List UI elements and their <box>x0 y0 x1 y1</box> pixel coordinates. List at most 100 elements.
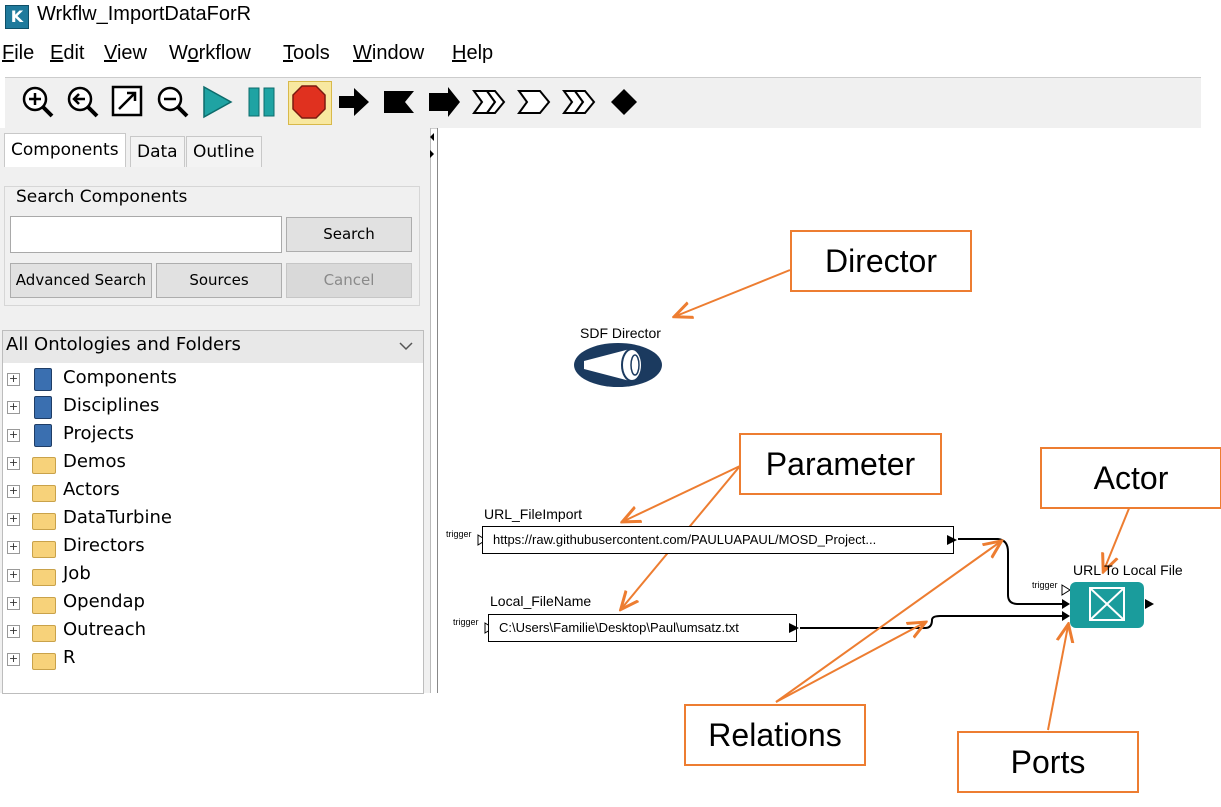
flag-icon[interactable] <box>381 83 417 121</box>
arrow-right-icon[interactable] <box>336 83 372 121</box>
expand-icon[interactable]: + <box>7 624 20 638</box>
search-components-group <box>4 186 420 306</box>
expand-icon[interactable]: + <box>7 456 20 470</box>
expand-icon[interactable]: + <box>7 372 20 386</box>
tree-item-label: R <box>63 647 76 668</box>
folder-icon <box>32 457 56 474</box>
expand-icon[interactable]: + <box>7 568 20 582</box>
arrow-right-solid-icon[interactable] <box>426 83 462 121</box>
folder-icon <box>32 541 56 558</box>
expand-icon[interactable]: + <box>7 652 20 666</box>
menu-window[interactable]: Window <box>353 42 425 64</box>
app-icon: K <box>5 5 29 29</box>
menu-tools[interactable]: Tools <box>283 42 330 64</box>
url-to-local-file-actor[interactable] <box>1060 580 1156 630</box>
tree-item-projects[interactable]: + Projects <box>3 421 403 449</box>
folder-icon <box>32 597 56 614</box>
folder-icon <box>32 485 56 502</box>
cancel-button[interactable]: Cancel <box>286 263 412 298</box>
folder-icon <box>32 569 56 586</box>
title-bar: K Wrkflw_ImportDataForR <box>0 0 1221 36</box>
tree-item-actors[interactable]: + Actors <box>3 477 403 505</box>
search-input[interactable] <box>10 216 282 253</box>
tree-item-label: Demos <box>63 451 126 472</box>
callout-parameter: Parameter <box>739 433 942 495</box>
expand-icon[interactable]: + <box>7 540 20 554</box>
sources-button[interactable]: Sources <box>156 263 282 298</box>
flag-outline-icon[interactable] <box>516 83 552 121</box>
zoom-in-icon[interactable] <box>19 83 55 121</box>
param-url-fileimport-value[interactable]: https://raw.githubusercontent.com/PAULUA… <box>482 526 954 554</box>
double-arrow-outline-2-icon[interactable] <box>561 83 597 121</box>
sdf-director-icon[interactable] <box>572 341 664 389</box>
tree-item-label: Directors <box>63 535 145 556</box>
toolbar <box>5 77 1201 129</box>
tab-components[interactable]: Components <box>4 133 126 167</box>
diamond-icon[interactable] <box>606 83 642 121</box>
stop-icon[interactable] <box>291 83 327 121</box>
menu-help[interactable]: Help <box>452 42 494 64</box>
tree-item-label: DataTurbine <box>63 507 172 528</box>
book-icon <box>34 368 52 391</box>
ontology-tree: + Components + Disciplines + Projects + … <box>2 363 424 694</box>
callout-ports: Ports <box>957 731 1139 793</box>
book-icon <box>34 396 52 419</box>
run-icon[interactable] <box>199 83 235 121</box>
menu-workflow[interactable]: Workflow <box>169 42 251 64</box>
param-local-filename-value[interactable]: C:\Users\Familie\Desktop\Paul\umsatz.txt <box>488 614 797 642</box>
advanced-search-button[interactable]: Advanced Search <box>10 263 152 298</box>
menu-view[interactable]: View <box>104 42 147 64</box>
tab-outline[interactable]: Outline <box>186 136 262 167</box>
search-components-legend: Search Components <box>14 187 190 207</box>
expand-icon[interactable]: + <box>7 596 20 610</box>
tree-item-label: Outreach <box>63 619 147 640</box>
tree-item-label: Actors <box>63 479 120 500</box>
tree-item-directors[interactable]: + Directors <box>3 533 403 561</box>
zoom-fit-icon[interactable] <box>109 83 145 121</box>
pause-icon[interactable] <box>244 83 280 121</box>
expand-icon[interactable]: + <box>7 512 20 526</box>
tree-item-demos[interactable]: + Demos <box>3 449 403 477</box>
tree-item-label: Disciplines <box>63 395 160 416</box>
tree-item-label: Projects <box>63 423 134 444</box>
param-url-fileimport-name: URL_FileImport <box>484 506 583 522</box>
window-title: Wrkflw_ImportDataForR <box>37 3 252 25</box>
zoom-out-icon[interactable] <box>154 83 190 121</box>
tree-item-label: Opendap <box>63 591 145 612</box>
tree-item-outreach[interactable]: + Outreach <box>3 617 403 645</box>
output-port-icon[interactable] <box>946 534 958 546</box>
search-button[interactable]: Search <box>286 217 412 252</box>
tree-item-components[interactable]: + Components <box>3 365 403 393</box>
trigger-label: trigger <box>1032 580 1058 590</box>
folder-icon <box>32 625 56 642</box>
tab-data[interactable]: Data <box>130 136 185 167</box>
tree-item-label: Components <box>63 367 177 388</box>
param-local-filename-name: Local_FileName <box>490 593 592 609</box>
tree-item-label: Job <box>63 563 91 584</box>
callout-director: Director <box>790 230 972 292</box>
trigger-label: trigger <box>453 617 479 627</box>
trigger-label: trigger <box>446 529 472 539</box>
menu-bar: File Edit View Workflow Tools Window Hel… <box>0 42 1221 72</box>
double-arrow-outline-icon[interactable] <box>471 83 507 121</box>
tree-item-job[interactable]: + Job <box>3 561 403 589</box>
tree-item-disciplines[interactable]: + Disciplines <box>3 393 403 421</box>
menu-file[interactable]: File <box>2 42 35 64</box>
tree-item-dataturbine[interactable]: + DataTurbine <box>3 505 403 533</box>
splitter-handle[interactable] <box>428 130 436 162</box>
expand-icon[interactable]: + <box>7 400 20 414</box>
expand-icon[interactable]: + <box>7 484 20 498</box>
tree-item-opendap[interactable]: + Opendap <box>3 589 403 617</box>
ontology-select-value: All Ontologies and Folders <box>6 334 241 355</box>
zoom-reset-icon[interactable] <box>64 83 100 121</box>
callout-actor: Actor <box>1040 447 1221 509</box>
chevron-down-icon[interactable] <box>398 340 414 352</box>
left-panel: Components Data Outline Search Component… <box>0 128 431 694</box>
expand-icon[interactable]: + <box>7 428 20 442</box>
menu-edit[interactable]: Edit <box>50 42 85 64</box>
director-label: SDF Director <box>580 325 661 341</box>
folder-icon <box>32 513 56 530</box>
output-port-icon[interactable] <box>788 622 800 634</box>
tree-item-r[interactable]: + R <box>3 645 403 673</box>
actor-label: URL To Local File <box>1073 562 1183 578</box>
